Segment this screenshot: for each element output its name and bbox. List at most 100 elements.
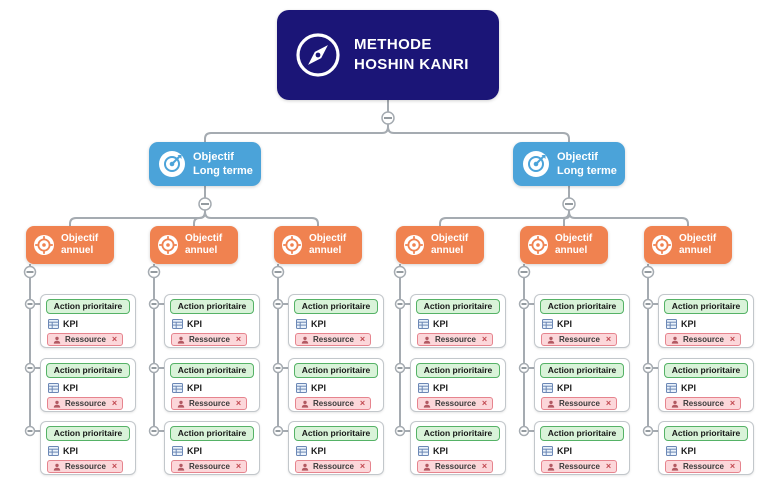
remove-resource-button[interactable]: × [359,334,366,344]
action-prioritaire-card[interactable]: Action prioritaire KPI [658,421,754,475]
action-prioritaire-card[interactable]: Action prioritaire KPI [410,294,506,348]
collapse-toggle[interactable] [394,298,406,310]
objectif-long-terme-node[interactable]: Objectif Long terme [149,142,261,186]
collapse-toggle[interactable] [24,298,36,310]
action-prioritaire-card[interactable]: Action prioritaire KPI [288,294,384,348]
collapse-toggle[interactable] [148,425,160,437]
collapse-toggle[interactable] [641,265,655,279]
resource-badge[interactable]: Ressource × [417,333,494,346]
remove-resource-button[interactable]: × [729,461,736,471]
root-node[interactable]: METHODE HOSHIN KANRI [277,10,499,100]
remove-resource-button[interactable]: × [481,334,488,344]
remove-resource-button[interactable]: × [235,398,242,408]
remove-resource-button[interactable]: × [481,398,488,408]
resource-badge[interactable]: Ressource × [295,333,372,346]
action-prioritaire-card[interactable]: Action prioritaire KPI [658,294,754,348]
objectif-annuel-node[interactable]: Objectif annuel [520,226,608,264]
remove-resource-button[interactable]: × [111,334,118,344]
kpi-label: KPI [63,319,79,329]
remove-resource-button[interactable]: × [359,398,366,408]
collapse-toggle[interactable] [642,362,654,374]
remove-resource-button[interactable]: × [235,334,242,344]
collapse-toggle[interactable] [518,425,530,437]
remove-resource-button[interactable]: × [605,334,612,344]
resource-badge[interactable]: Ressource × [171,333,248,346]
objectif-long-terme-node[interactable]: Objectif Long terme [513,142,625,186]
collapse-toggle[interactable] [272,298,284,310]
collapse-toggle[interactable] [393,265,407,279]
remove-resource-button[interactable]: × [729,398,736,408]
collapse-toggle[interactable] [24,425,36,437]
action-prioritaire-card[interactable]: Action prioritaire KPI [534,358,630,412]
objectif-annuel-node[interactable]: Objectif annuel [26,226,114,264]
objectif-annuel-node[interactable]: Objectif annuel [644,226,732,264]
resource-badge[interactable]: Ressource × [47,460,124,473]
remove-resource-button[interactable]: × [111,398,118,408]
action-prioritaire-card[interactable]: Action prioritaire KPI [410,421,506,475]
remove-resource-button[interactable]: × [359,461,366,471]
collapse-toggle[interactable] [517,265,531,279]
action-prioritaire-card[interactable]: Action prioritaire KPI [288,358,384,412]
action-title: Action prioritaire [540,426,624,441]
action-prioritaire-card[interactable]: Action prioritaire KPI [40,294,136,348]
action-prioritaire-card[interactable]: Action prioritaire KPI [658,358,754,412]
resource-badge[interactable]: Ressource × [295,460,372,473]
action-prioritaire-card[interactable]: Action prioritaire KPI [40,358,136,412]
resource-badge[interactable]: Ressource × [665,460,742,473]
resource-badge[interactable]: Ressource × [295,397,372,410]
collapse-toggle[interactable] [562,197,576,211]
collapse-toggle[interactable] [24,362,36,374]
action-prioritaire-card[interactable]: Action prioritaire KPI [164,421,260,475]
action-prioritaire-card[interactable]: Action prioritaire KPI [410,358,506,412]
action-prioritaire-card[interactable]: Action prioritaire KPI [534,294,630,348]
resource-badge[interactable]: Ressource × [541,333,618,346]
resource-badge[interactable]: Ressource × [541,397,618,410]
resource-label: Ressource [683,462,724,471]
collapse-toggle[interactable] [148,362,160,374]
remove-resource-button[interactable]: × [729,334,736,344]
action-prioritaire-card[interactable]: Action prioritaire KPI [40,421,136,475]
annual-label-line1: Objectif [309,233,347,244]
remove-resource-button[interactable]: × [235,461,242,471]
person-icon [423,463,431,471]
resource-badge[interactable]: Ressource × [171,397,248,410]
resource-badge[interactable]: Ressource × [417,397,494,410]
collapse-toggle[interactable] [272,362,284,374]
remove-resource-button[interactable]: × [605,398,612,408]
objectif-annuel-node[interactable]: Objectif annuel [396,226,484,264]
objectif-annuel-node[interactable]: Objectif annuel [274,226,362,264]
kpi-table-icon [172,319,183,329]
action-prioritaire-card[interactable]: Action prioritaire KPI [164,358,260,412]
remove-resource-button[interactable]: × [111,461,118,471]
collapse-toggle[interactable] [394,362,406,374]
collapse-toggle[interactable] [381,111,395,125]
resource-badge[interactable]: Ressource × [417,460,494,473]
resource-badge[interactable]: Ressource × [171,460,248,473]
collapse-toggle[interactable] [148,298,160,310]
kpi-table-icon [418,446,429,456]
collapse-toggle[interactable] [518,362,530,374]
collapse-toggle[interactable] [23,265,37,279]
resource-badge[interactable]: Ressource × [665,333,742,346]
action-prioritaire-card[interactable]: Action prioritaire KPI [164,294,260,348]
collapse-toggle[interactable] [518,298,530,310]
objectif-annuel-node[interactable]: Objectif annuel [150,226,238,264]
kpi-row: KPI [294,318,378,330]
action-prioritaire-card[interactable]: Action prioritaire KPI [534,421,630,475]
resource-badge[interactable]: Ressource × [47,397,124,410]
collapse-toggle[interactable] [198,197,212,211]
resource-badge[interactable]: Ressource × [541,460,618,473]
collapse-toggle[interactable] [272,425,284,437]
collapse-toggle[interactable] [642,425,654,437]
collapse-toggle[interactable] [271,265,285,279]
action-prioritaire-card[interactable]: Action prioritaire KPI [288,421,384,475]
person-icon [53,336,61,344]
collapse-toggle[interactable] [147,265,161,279]
collapse-toggle[interactable] [394,425,406,437]
resource-badge[interactable]: Ressource × [47,333,124,346]
resource-badge[interactable]: Ressource × [665,397,742,410]
collapse-toggle[interactable] [642,298,654,310]
remove-resource-button[interactable]: × [605,461,612,471]
remove-resource-button[interactable]: × [481,461,488,471]
kpi-row: KPI [170,382,254,394]
